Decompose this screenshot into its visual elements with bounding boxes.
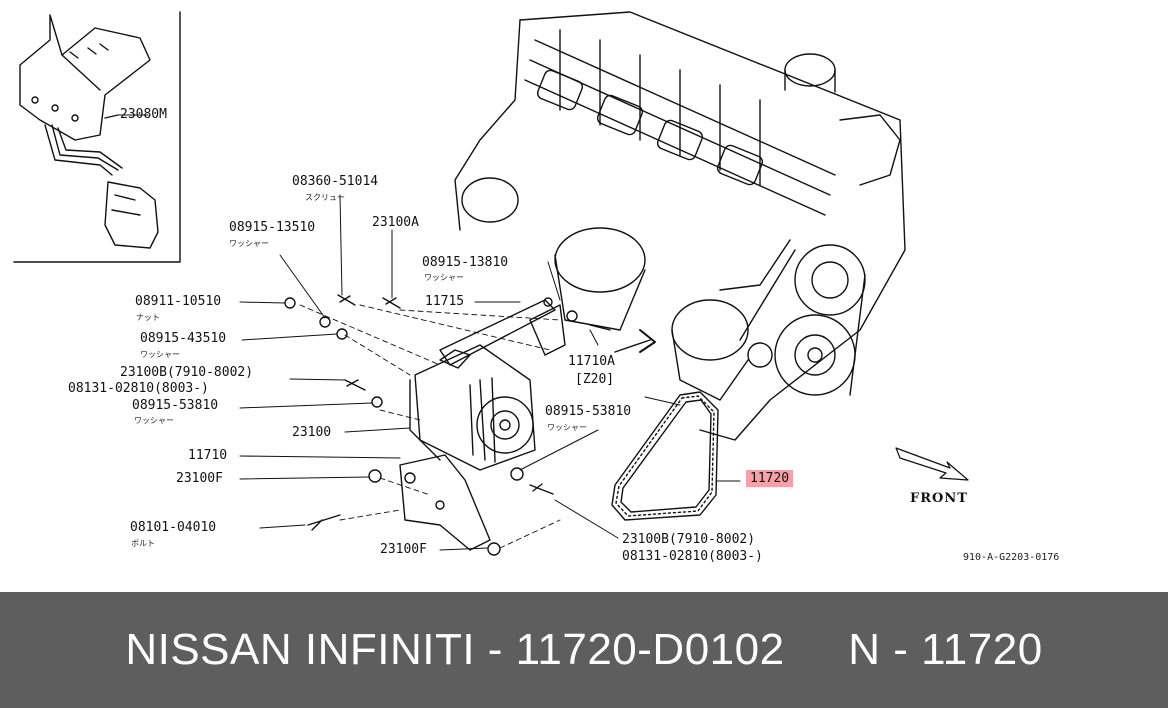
label-08101-04010-sub: ボルト [131,539,155,548]
label-front: FRONT [910,491,968,506]
label-23100f-left: 23100F [176,471,223,486]
label-23080m: 23080M [120,107,167,122]
label-23100b-top: 23100B(7910-8002) [120,365,254,380]
label-23100a: 23100A [372,215,419,230]
dash-lines [299,304,561,549]
label-11710a-note: [Z20] [575,372,615,387]
label-11710: 11710 [188,448,228,463]
diagram-reference-code: 910-A-G2203-0176 [963,552,1060,563]
label-08915-13810: 08915-13810 [422,255,509,270]
label-23100: 23100 [292,425,332,440]
lower-bracket-drawing [399,454,491,551]
label-08131-02810-top: 08131-02810(8003-) [68,381,209,396]
belt-drawing [611,391,719,521]
caption-text: NISSAN INFINITI - 11720-D0102 N - 11720 [125,625,1043,674]
label-08360-51014: 08360-51014 [292,174,379,189]
engine-drawing [454,11,906,441]
leader-lines [117,114,741,551]
label-08911-10510: 08911-10510 [135,294,222,309]
label-11715: 11715 [425,294,465,309]
label-11710a: 11710A [568,354,615,369]
label-08915-43510-sub: ワッシャー [140,350,180,359]
label-08911-10510-sub: ナット [136,313,160,322]
front-arrow-drawing [895,447,969,481]
label-08915-53810-left-sub: ワッシャー [134,416,174,425]
parts-diagram: 23080M 08360-51014 スクリュー 23100A 08915-13… [13,11,1060,564]
diagram-drawing [13,11,969,556]
alternator-drawing [409,344,536,471]
label-08915-53810-right-sub: ワッシャー [547,423,587,432]
inset-frame [13,11,181,263]
label-11720-highlighted[interactable]: 11720 [746,470,794,487]
label-08915-43510: 08915-43510 [140,331,227,346]
label-08915-13810-sub: ワッシャー [424,273,464,282]
label-08915-53810-left: 08915-53810 [132,398,219,413]
label-08360-51014-sub: スクリュー [305,193,345,202]
caption-bar: NISSAN INFINITI - 11720-D0102 N - 11720 [0,592,1168,708]
label-08101-04010: 08101-04010 [130,520,217,535]
label-08915-53810-right: 08915-53810 [545,404,632,419]
label-23100f-bottom: 23100F [380,542,427,557]
label-08915-13510: 08915-13510 [229,220,316,235]
label-08915-13510-sub: ワッシャー [229,239,269,248]
label-08131-02810-bottom: 08131-02810(8003-) [622,549,763,564]
label-23100b-bottom: 23100B(7910-8002) [622,532,756,547]
bracket-23080m-drawing [19,14,159,249]
